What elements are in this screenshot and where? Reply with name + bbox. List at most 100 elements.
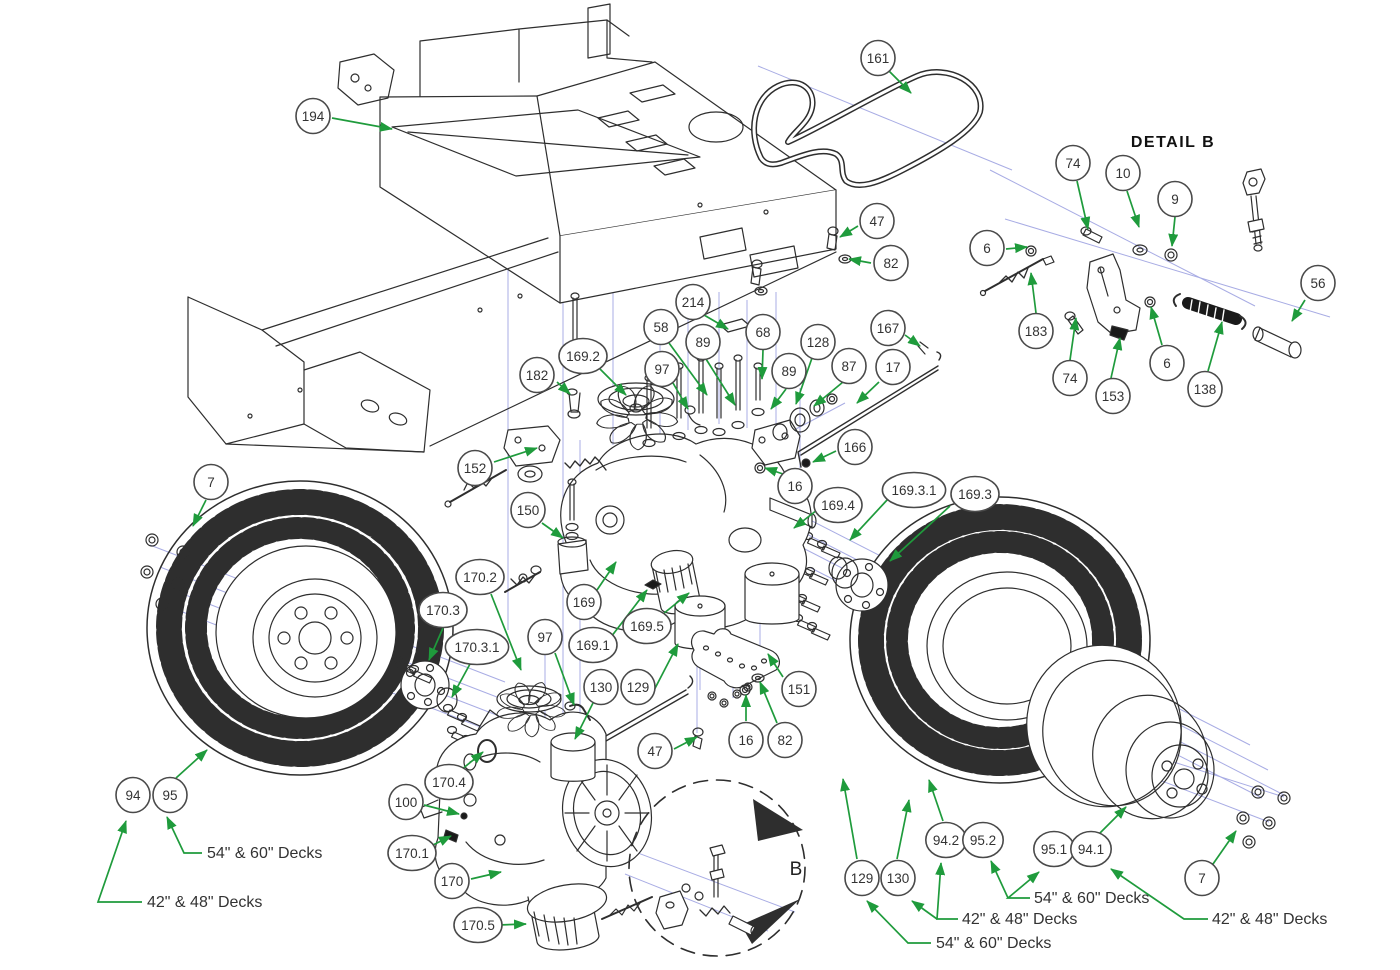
- callout-169.1: 169.1: [568, 626, 618, 664]
- callout-number: 170: [441, 874, 464, 889]
- callout-95.1: 95.1: [1033, 830, 1076, 868]
- callout-balloon: [568, 626, 618, 664]
- callout-number: 130: [590, 680, 613, 695]
- callout-16: 16: [777, 467, 813, 505]
- callout-17: 17: [875, 348, 911, 386]
- callout-166: 166: [837, 428, 873, 466]
- callout-balloon: [620, 668, 656, 706]
- callout-balloon: [1055, 144, 1091, 182]
- right-wheel-drawing: [780, 496, 1291, 849]
- callout-balloon: [777, 467, 813, 505]
- callout-balloon: [519, 356, 555, 394]
- leader-arrow-6: [1005, 243, 1028, 254]
- callout-balloon: [424, 763, 474, 801]
- callout-balloon: [1105, 154, 1141, 192]
- callout-9: 9: [1157, 180, 1193, 218]
- callout-number: 9: [1171, 192, 1179, 207]
- callout-number: 161: [867, 51, 890, 66]
- leader-arrow-129-long: [840, 778, 858, 860]
- callout-number: 94: [125, 788, 141, 803]
- leader-arrow-170.3: [428, 627, 444, 661]
- rotation-arrow-top: [753, 799, 803, 841]
- callout-89: 89: [685, 323, 721, 361]
- callout-number: 97: [654, 362, 669, 377]
- callout-balloon: [193, 463, 229, 501]
- callout-number: 169.3: [958, 487, 992, 502]
- callout-balloon: [1018, 312, 1054, 350]
- callout-number: 100: [395, 795, 418, 810]
- deck-label: 54" & 60" Decks: [936, 935, 1051, 952]
- callout-169.3: 169.3: [950, 475, 1000, 513]
- leader-arrow-label-129: [866, 900, 931, 944]
- callout-number: 7: [207, 475, 215, 490]
- callout-169.5: 169.5: [622, 607, 672, 645]
- projection-line: [629, 849, 796, 913]
- callout-number: 97: [537, 630, 552, 645]
- callout-number: 89: [695, 335, 710, 350]
- callout-number: 94.2: [933, 833, 959, 848]
- lug-nuts-right: [1236, 785, 1291, 849]
- leader-arrow-150: [541, 522, 564, 539]
- callout-150: 150: [510, 491, 546, 529]
- leader-arrow-169.2: [599, 368, 627, 396]
- callout-balloon: [800, 323, 836, 361]
- callout-161: 161: [860, 39, 896, 77]
- leader-arrow-167: [904, 334, 921, 347]
- callout-balloon: [115, 776, 151, 814]
- callout-balloon: [880, 859, 916, 897]
- leader-arrow-47-bottom: [673, 736, 698, 750]
- leader-arrow-56: [1291, 299, 1306, 322]
- callout-balloon: [745, 313, 781, 351]
- callout-balloon: [1070, 830, 1113, 868]
- leader-arrow-10: [1126, 190, 1140, 228]
- callout-16: 16: [728, 721, 764, 759]
- callout-number: 170.1: [395, 846, 429, 861]
- rod-clip: [801, 458, 811, 468]
- leader-arrow-170.2: [490, 593, 522, 671]
- callout-number: 94.1: [1078, 842, 1104, 857]
- deck-label: 42" & 48" Decks: [1212, 911, 1327, 928]
- callout-130: 130: [880, 859, 916, 897]
- leader-arrow-169: [596, 561, 617, 591]
- callout-6: 6: [1149, 344, 1185, 382]
- callout-balloon: [675, 283, 711, 321]
- leader-arrow-170: [470, 869, 502, 880]
- callout-number: 47: [869, 214, 884, 229]
- callout-balloon: [152, 776, 188, 814]
- deck-label: 42" & 48" Decks: [962, 911, 1077, 928]
- callout-balloon: [1184, 859, 1220, 897]
- leader-arrow-100: [423, 804, 460, 816]
- callout-number: 58: [653, 320, 668, 335]
- callout-balloon: [510, 491, 546, 529]
- callout-number: 166: [844, 440, 867, 455]
- callout-130: 130: [583, 668, 619, 706]
- callout-number: 6: [983, 241, 991, 256]
- callout-balloon: [961, 821, 1004, 859]
- callout-number: 214: [682, 295, 705, 310]
- callout-170: 170: [434, 862, 470, 900]
- callout-number: 95: [162, 788, 177, 803]
- leader-arrow-169.3.1: [849, 498, 889, 541]
- callout-balloon: [771, 352, 807, 390]
- leader-arrow-97-top: [672, 382, 689, 410]
- callout-balloon: [622, 607, 672, 645]
- callout-balloon: [781, 670, 817, 708]
- callout-number: 170.2: [463, 570, 497, 585]
- callout-129: 129: [844, 859, 880, 897]
- leader-arrow-label-95.2: [990, 860, 1009, 899]
- callout-balloon: [1157, 180, 1193, 218]
- leader-arrow-183: [1027, 272, 1038, 314]
- frame-drawing: [187, 3, 837, 453]
- leader-arrow-74-top: [1076, 180, 1091, 230]
- upper-transaxle-drawing: [444, 226, 942, 777]
- leader-arrow-label-94.2: [935, 862, 958, 920]
- belt-drawing: [751, 69, 984, 189]
- callout-169.3.1: 169.3.1: [881, 471, 947, 509]
- leader-arrows-layer: [96, 70, 1306, 944]
- callout-balloon: [1187, 370, 1223, 408]
- callout-number: 128: [807, 335, 830, 350]
- callout-95: 95: [152, 776, 188, 814]
- callout-number: 170.3: [426, 603, 460, 618]
